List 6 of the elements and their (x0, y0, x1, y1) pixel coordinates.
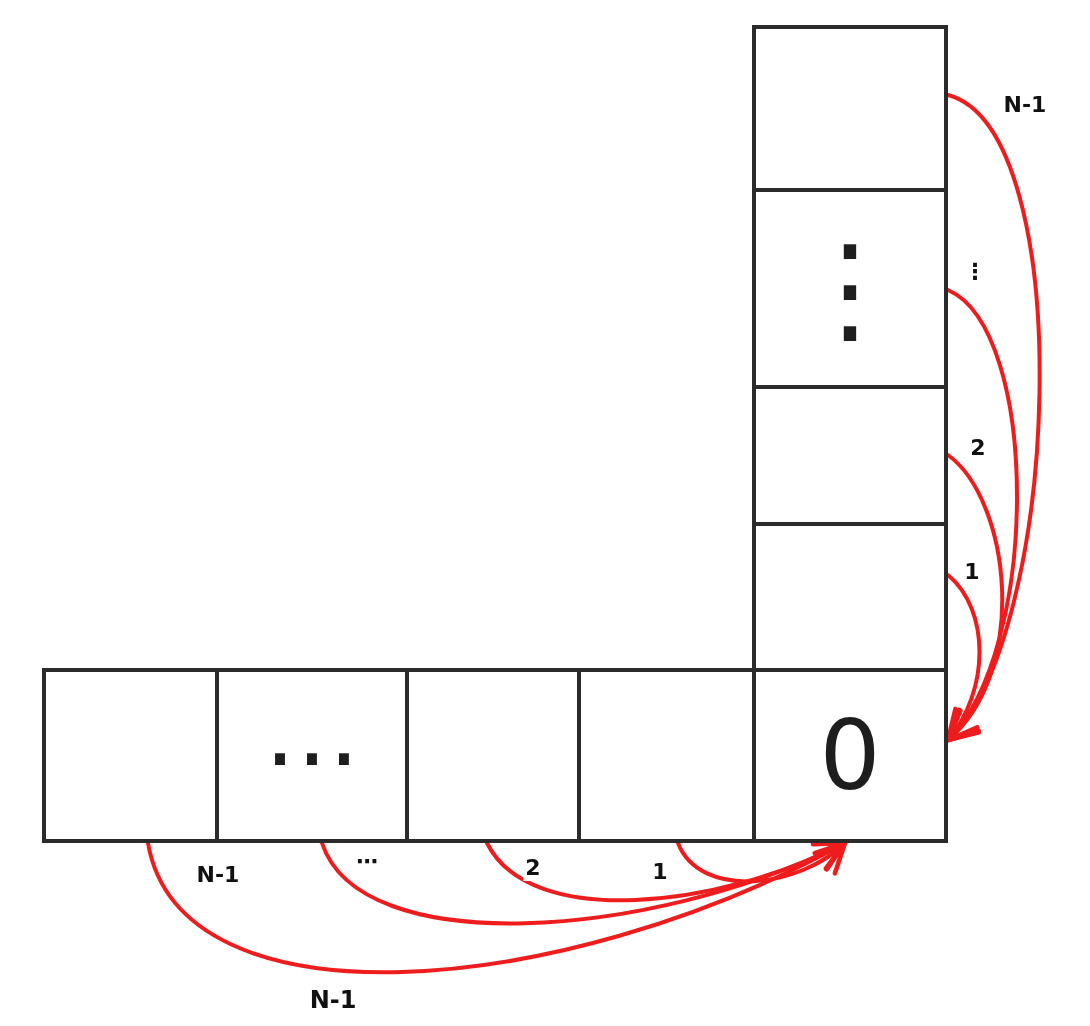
ellipsis: ⋮ (790, 228, 910, 349)
arrow (945, 573, 982, 743)
arrow (676, 840, 848, 884)
arrow (945, 453, 1004, 743)
ellipsis: ⋯ (264, 707, 360, 804)
cell-value: 0 (819, 707, 881, 804)
